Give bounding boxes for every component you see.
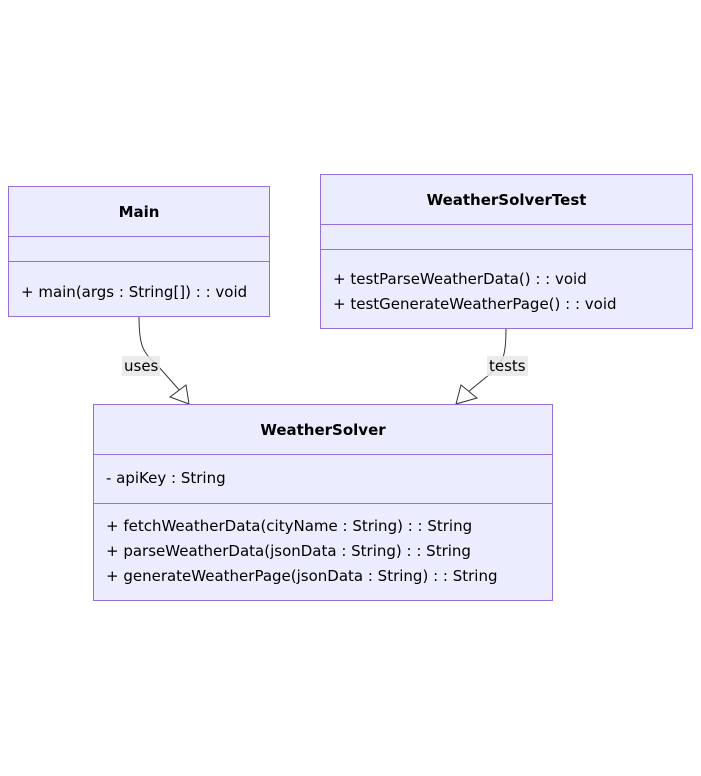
method-main: + main(args : String[]) : : void [21, 283, 248, 301]
method-test-parse: + testParseWeatherData() : : void [333, 270, 587, 288]
uses-edge [138, 315, 182, 393]
class-solver-attributes: - apiKey : String [94, 455, 552, 504]
method-generate-weather-page: + generateWeatherPage(jsonData : String)… [106, 567, 498, 585]
attribute-api-key: - apiKey : String [106, 469, 226, 487]
class-test-methods: + testParseWeatherData() : : void + test… [321, 250, 692, 317]
class-solver-name: WeatherSolver [94, 405, 552, 455]
class-main-attributes [9, 237, 269, 262]
method-fetch-weather-data: + fetchWeatherData(cityName : String) : … [106, 517, 473, 535]
class-test-name: WeatherSolverTest [321, 175, 692, 225]
method-test-generate: + testGenerateWeatherPage() : : void [333, 295, 617, 313]
class-main-name: Main [9, 187, 269, 237]
class-main-methods: + main(args : String[]) : : void [9, 262, 269, 305]
class-solver-methods: + fetchWeatherData(cityName : String) : … [94, 504, 552, 589]
method-parse-weather-data: + parseWeatherData(jsonData : String) : … [106, 542, 471, 560]
uses-arrowhead [168, 384, 190, 405]
tests-arrowhead [455, 384, 479, 405]
uses-label: uses [122, 356, 161, 376]
class-weather-solver[interactable]: WeatherSolver - apiKey : String + fetchW… [93, 404, 553, 601]
class-test-attributes [321, 225, 692, 250]
class-main[interactable]: Main + main(args : String[]) : : void [8, 186, 270, 317]
tests-label: tests [487, 356, 528, 376]
class-weather-solver-test[interactable]: WeatherSolverTest + testParseWeatherData… [320, 174, 693, 329]
